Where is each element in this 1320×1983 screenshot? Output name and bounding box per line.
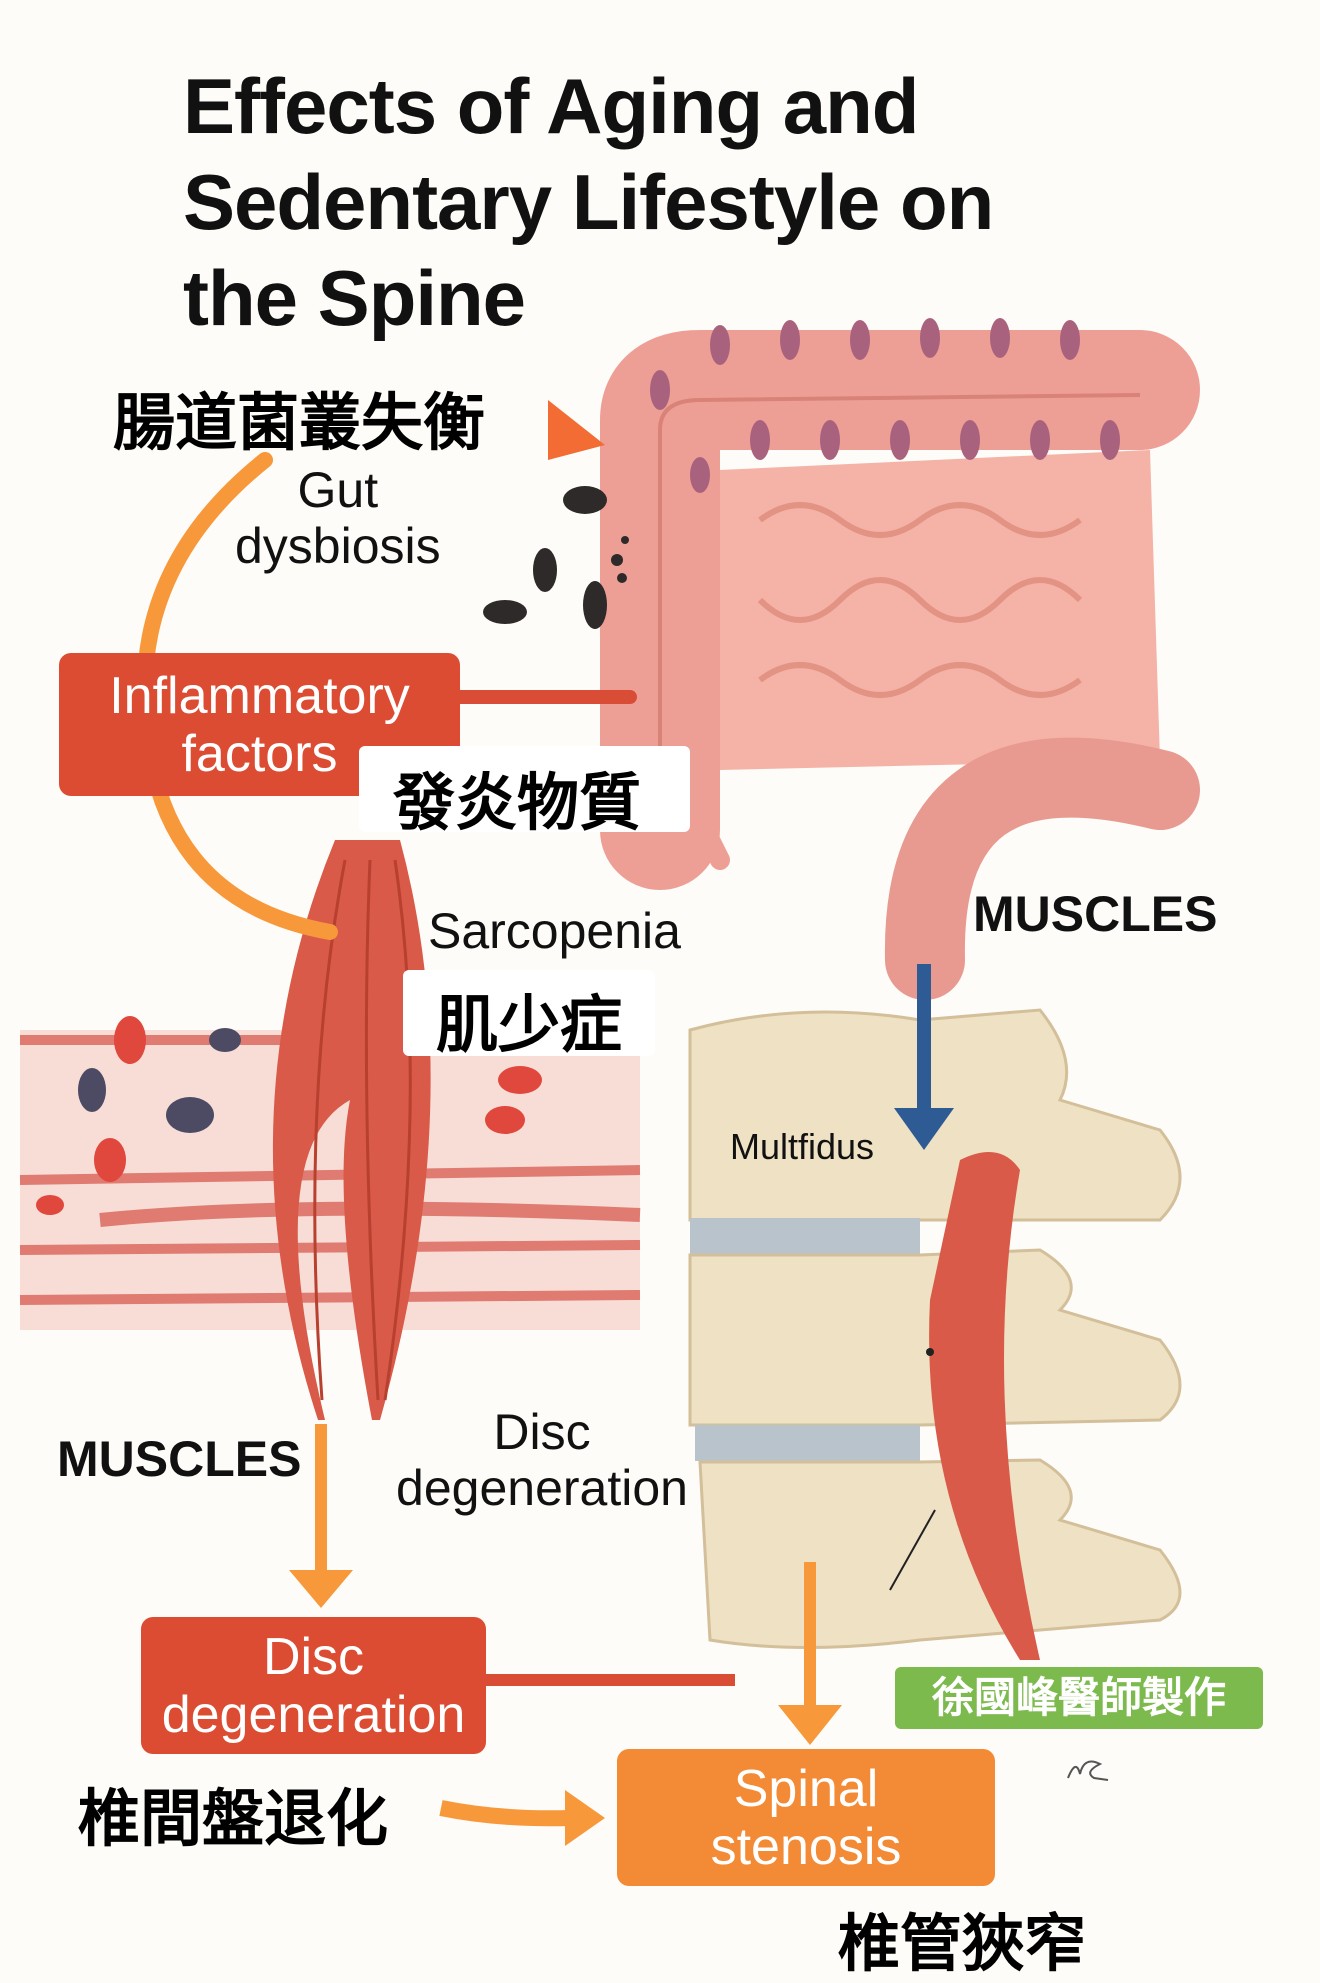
small-intestine bbox=[720, 450, 1160, 770]
stenosis-line-1: Spinal bbox=[733, 1759, 879, 1818]
title-line-3: the Spine bbox=[183, 254, 526, 342]
bacteria bbox=[483, 486, 629, 629]
disc-text-line-1: Disc bbox=[493, 1404, 591, 1460]
disc-degeneration-zh: 椎間盤退化 bbox=[78, 1782, 389, 1855]
author-credit-badge: 徐國峰醫師製作 bbox=[895, 1667, 1263, 1729]
sarcopenia-zh-bg bbox=[403, 970, 655, 1056]
sarcopenia-label: Sarcopenia bbox=[428, 903, 681, 959]
gut-dysbiosis-zh: 腸道菌叢失衡 bbox=[113, 386, 486, 459]
colon-band bbox=[658, 393, 1141, 820]
disc-text-line-2: degeneration bbox=[396, 1460, 688, 1516]
spinal-stenosis-zh: 椎管狹窄 bbox=[838, 1907, 1087, 1980]
disc-box-line-2: degeneration bbox=[161, 1685, 466, 1744]
disc-degeneration-label: Disc degeneration bbox=[360, 1404, 724, 1516]
arrow-to-gut bbox=[548, 400, 605, 460]
intestine-folds bbox=[757, 502, 1083, 698]
sarcopenia-zh: 肌少症 bbox=[436, 988, 623, 1061]
inflammatory-line-2: factors bbox=[181, 724, 338, 783]
inflammatory-factors-zh: 發炎物質 bbox=[393, 766, 642, 839]
spine-illustration bbox=[688, 1008, 1182, 1660]
gut-dysbiosis-line-2: dysbiosis bbox=[235, 518, 441, 574]
inflammatory-line-1: Inflammatory bbox=[109, 666, 410, 725]
multifidus-label: Multfidus bbox=[730, 1126, 875, 1167]
gut-dysbiosis-label: Gut dysbiosis bbox=[235, 462, 441, 574]
arrow-disc-to-stenosis bbox=[439, 1800, 571, 1827]
inflammatory-zh-bg bbox=[359, 746, 690, 832]
author-credit-text: 徐國峰醫師製作 bbox=[931, 1673, 1226, 1722]
spinal-stenosis-box: Spinal stenosis bbox=[617, 1749, 995, 1886]
signature bbox=[1067, 1760, 1109, 1781]
disc-degeneration-box: Disc degeneration bbox=[141, 1617, 486, 1754]
muscles-label-right: MUSCLES bbox=[973, 886, 1218, 942]
gut-dysbiosis-line-1: Gut bbox=[297, 462, 379, 518]
stenosis-line-2: stenosis bbox=[710, 1817, 902, 1876]
appendix bbox=[690, 810, 730, 870]
sigmoid-colon bbox=[884, 737, 1200, 1000]
muscles-label-left: MUSCLES bbox=[57, 1431, 302, 1487]
page-title: Effects of Aging and Sedentary Lifestyle… bbox=[183, 58, 994, 346]
colon-illustration bbox=[483, 318, 1200, 1000]
disc-box-line-1: Disc bbox=[262, 1627, 365, 1686]
multifidus-muscle bbox=[929, 1152, 1040, 1660]
title-line-2: Sedentary Lifestyle on bbox=[183, 158, 994, 246]
title-line-1: Effects of Aging and bbox=[183, 62, 919, 150]
haustra bbox=[650, 318, 1120, 493]
